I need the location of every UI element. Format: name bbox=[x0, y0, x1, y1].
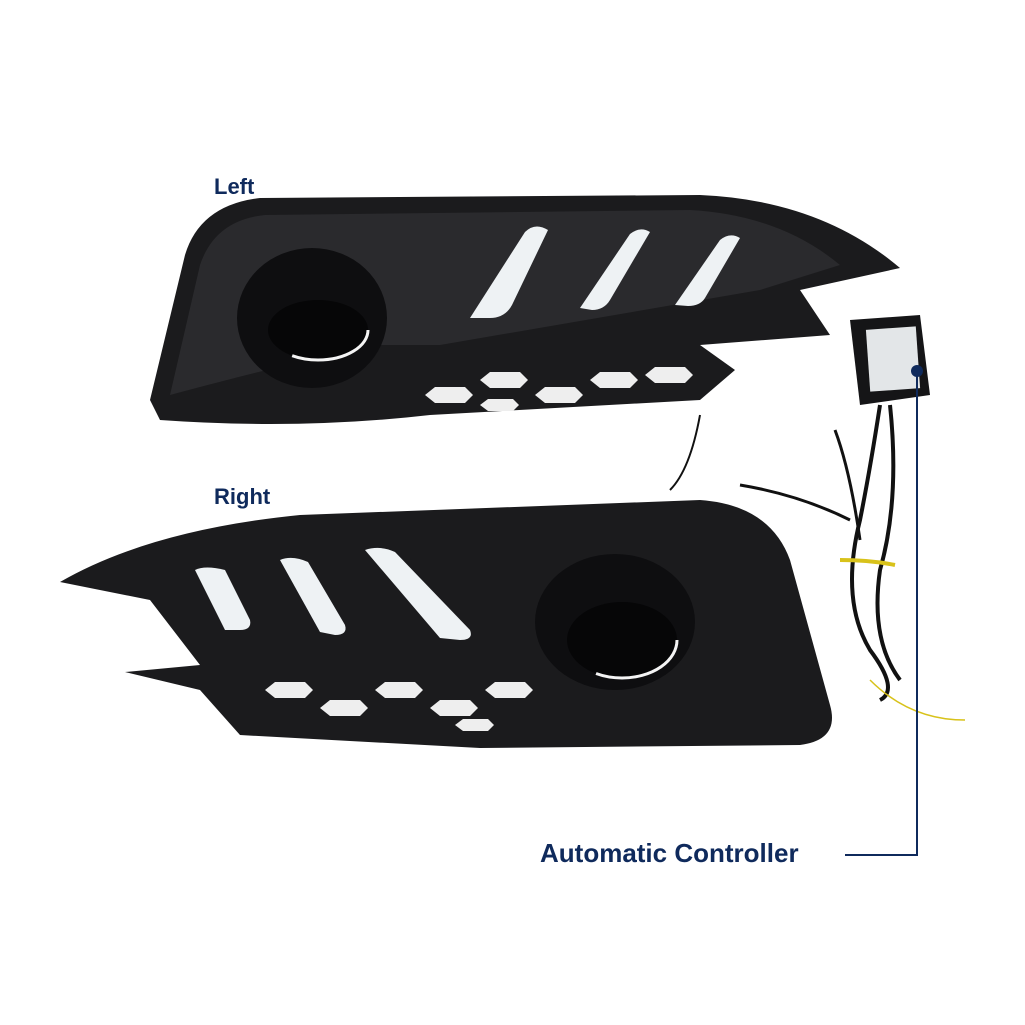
controller-label: Automatic Controller bbox=[540, 838, 799, 868]
right-fog-light-cover bbox=[60, 500, 832, 748]
right-drl-strips bbox=[195, 547, 471, 640]
right-label: Right bbox=[214, 484, 271, 509]
controller-callout-line bbox=[845, 371, 918, 856]
left-fog-light-cover bbox=[150, 195, 900, 424]
left-drl-strips bbox=[470, 226, 740, 318]
left-label: Left bbox=[214, 174, 255, 199]
automatic-controller-module bbox=[669, 315, 966, 721]
